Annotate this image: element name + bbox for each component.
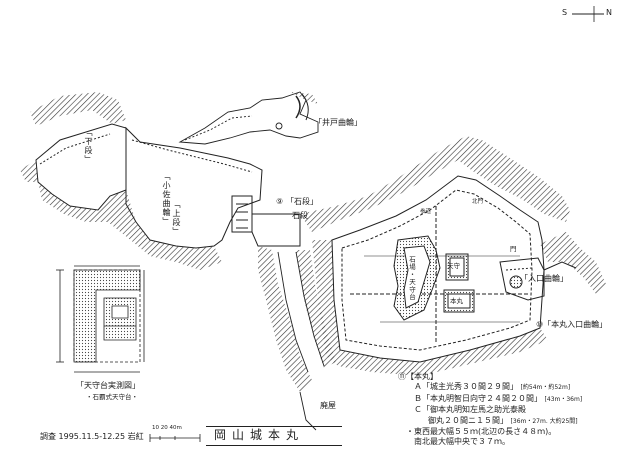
ido-kuruwa-outline bbox=[178, 91, 319, 145]
label-kitamon: 北門 bbox=[472, 199, 484, 205]
legend-row-b: Ｂ「本丸明智日向守２４間２０間」 [43m・36m] bbox=[398, 394, 582, 405]
label-honmaru-center: 本丸 bbox=[450, 297, 463, 305]
label-jodan: 「上段」 bbox=[172, 200, 181, 236]
west-end-hatch bbox=[20, 160, 38, 182]
label-ishidan-number: ⑨ bbox=[276, 197, 284, 206]
label-iriguchi-kuruwa: 「入口曲輪」 bbox=[520, 274, 568, 283]
approach-slope-hatch bbox=[258, 246, 312, 392]
legend-row-c: Ｃ「御本丸明知左馬之助光泰殿 bbox=[398, 405, 582, 415]
legend-b-metric: [43m・36m] bbox=[544, 395, 583, 403]
legend-c2-text: 御丸２０間ニ１５間」 bbox=[428, 415, 508, 425]
map-title: 岡山城本丸 bbox=[214, 428, 305, 442]
tenshudai-drawing-title: 「天守台実測図」 bbox=[76, 381, 140, 390]
legend-a-metric: [約54m・約52m] bbox=[520, 384, 571, 392]
tenshudai-drawing-subtitle: ・石覇式天守台・ bbox=[86, 393, 138, 401]
label-ishidan-2: 石段 bbox=[292, 211, 308, 220]
west-terraces-outline bbox=[35, 123, 263, 249]
honmaru-outer-slope bbox=[300, 136, 570, 232]
tenshu-foundation bbox=[393, 235, 475, 321]
tenshudai-measured-drawing bbox=[56, 265, 145, 373]
label-mon: 門 bbox=[510, 245, 517, 253]
scale-bar bbox=[149, 434, 201, 442]
legend-row-a: Ａ「城主光秀３０間２９間」 [約54m・約52m] bbox=[398, 382, 582, 393]
left-cliff-hatch bbox=[30, 92, 126, 126]
legend-c-text: Ｃ「御本丸明知左馬之助光泰殿 bbox=[414, 405, 526, 415]
compass-south-label: S bbox=[562, 8, 568, 17]
honmaru-east-slope bbox=[540, 232, 606, 294]
legend-c2-metric: [36m・27m. 大約25間] bbox=[510, 417, 578, 425]
label-ido-kuruwa: 「井戸曲輪」 bbox=[314, 118, 362, 127]
label-tenshudai-center: 石場・天守台 bbox=[407, 256, 416, 301]
label-sando: 参道 bbox=[420, 209, 432, 215]
west-terraces-hatch bbox=[38, 182, 222, 270]
honmaru-legend: ⑪【本丸】 Ａ「城主光秀３０間２９間」 [約54m・約52m] Ｂ「本丸明智日向… bbox=[398, 372, 582, 448]
legend-e-text: 南北最大幅中央で３７ｍ。 bbox=[414, 437, 510, 447]
label-honmaru-iriguchi: ⑩「本丸入口曲輪」 bbox=[536, 320, 608, 329]
legend-d-text: ・東西最大幅５５ｍ(北辺の長さ４８ｍ)。 bbox=[406, 427, 557, 437]
compass-north-label: N bbox=[606, 8, 612, 17]
legend-row-d: ・東西最大幅５５ｍ(北辺の長さ４８ｍ)。 bbox=[398, 427, 582, 437]
compass-arrow bbox=[572, 6, 604, 22]
label-tenshu-small: 天守 bbox=[447, 262, 460, 270]
legend-row-c2: 御丸２０間ニ１５間」 [36m・27m. 大約25間] bbox=[398, 416, 582, 427]
legend-heading: ⑪【本丸】 bbox=[398, 372, 438, 381]
label-shimodan: 「下段」 bbox=[84, 128, 93, 164]
label-haioku: 廃屋 bbox=[320, 401, 336, 410]
label-kozasa-kuruwa: 「小佐曲輪」 bbox=[162, 172, 171, 226]
ishidan-steps bbox=[231, 195, 301, 247]
legend-a-text: Ａ「城主光秀３０間２９間」 bbox=[414, 382, 518, 392]
survey-note: 調査 1995.11.5-12.25 岩紅 bbox=[40, 432, 144, 441]
ido-kuruwa-slope bbox=[290, 92, 318, 104]
label-ishidan: 「石段」 bbox=[286, 197, 318, 206]
legend-b-text: Ｂ「本丸明智日向守２４間２０間」 bbox=[414, 393, 542, 403]
honmaru-south-slope bbox=[312, 240, 548, 376]
iriguchi-kuruwa bbox=[499, 257, 577, 301]
scale-bar-label: 10 20 40m bbox=[152, 425, 182, 431]
map-title-frame bbox=[206, 426, 342, 446]
legend-row-e: 南北最大幅中央で３７ｍ。 bbox=[398, 437, 582, 447]
